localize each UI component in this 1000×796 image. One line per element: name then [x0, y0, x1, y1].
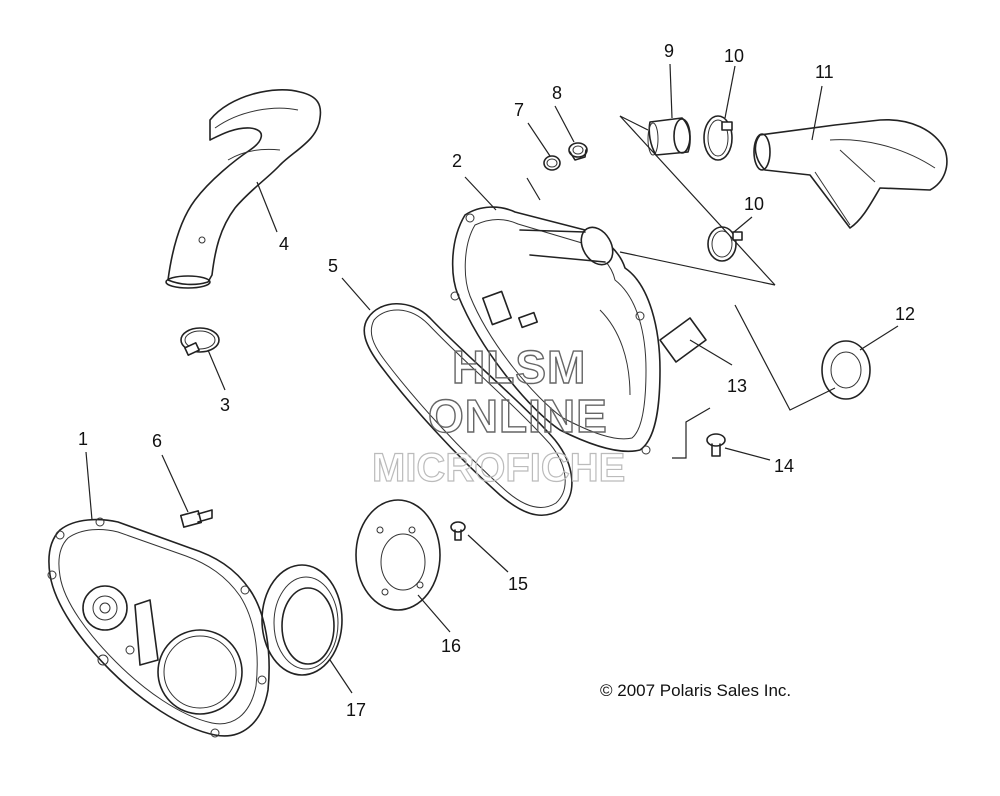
- part-1-outer-clutch-cover: [47, 517, 270, 738]
- part-6-bolt: [179, 509, 213, 528]
- callout-2: 2: [452, 151, 462, 171]
- part-3-hose-clamp: [180, 327, 220, 356]
- part-12-washer: [821, 340, 871, 400]
- callout-6: 6: [152, 431, 162, 451]
- callout-10-upper: 10: [724, 46, 744, 66]
- part-16-plate: [355, 499, 441, 611]
- part-2-inner-clutch-cover: [450, 206, 661, 455]
- watermark-line-1: HLSM: [452, 341, 586, 393]
- part-7-o-ring: [543, 155, 561, 171]
- part-17-seal: [261, 564, 343, 676]
- watermark-line-2: ONLINE: [428, 390, 608, 442]
- callout-15: 15: [508, 574, 528, 594]
- callout-17: 17: [346, 700, 366, 720]
- callout-3: 3: [220, 395, 230, 415]
- callout-12: 12: [895, 304, 915, 324]
- callout-labels: 1 2 3 4 5 6 7 8 9 10 10 11 12 13 14 15 1…: [78, 41, 915, 720]
- part-9-coupler: [647, 117, 691, 156]
- callout-8: 8: [552, 83, 562, 103]
- callout-9: 9: [664, 41, 674, 61]
- watermark: HLSM ONLINE MICROFICHE: [371, 340, 626, 490]
- callout-13: 13: [727, 376, 747, 396]
- part-13-label: [659, 317, 707, 363]
- part-14-screw: [706, 433, 726, 457]
- callout-5: 5: [328, 256, 338, 276]
- callout-1: 1: [78, 429, 88, 449]
- leader-lines: [85, 63, 899, 694]
- callout-11: 11: [815, 62, 834, 82]
- watermark-line-3: MICROFICHE: [372, 446, 625, 490]
- part-5-drive-belt: [363, 303, 573, 517]
- callout-7: 7: [514, 100, 524, 120]
- copyright-text: © 2007 Polaris Sales Inc.: [600, 681, 791, 700]
- callout-10-lower: 10: [744, 194, 764, 214]
- part-11-intake-duct: [753, 119, 948, 229]
- part-10-upper-clamp: [703, 115, 733, 161]
- callout-14: 14: [774, 456, 794, 476]
- callout-16: 16: [441, 636, 461, 656]
- part-4-intake-duct: [165, 89, 322, 289]
- part-8-plug: [568, 142, 588, 161]
- part-15-screw: [450, 521, 466, 541]
- callout-4: 4: [279, 234, 289, 254]
